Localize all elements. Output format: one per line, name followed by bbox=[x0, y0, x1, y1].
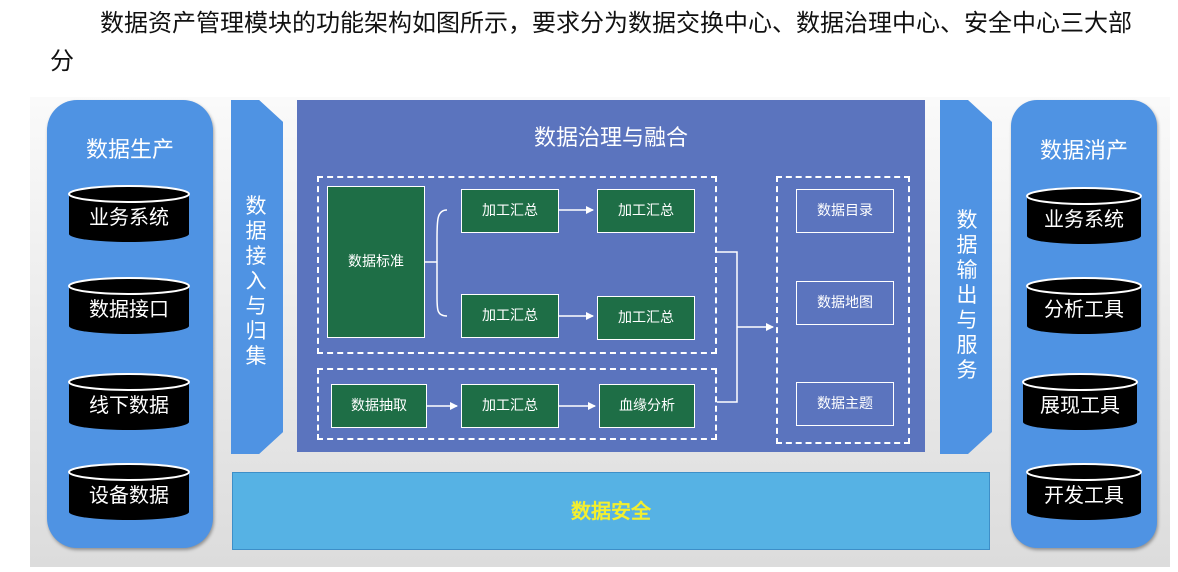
consumer-development-tools-label: 开发工具 bbox=[1044, 483, 1124, 507]
data-catalog-label: 数据目录 bbox=[817, 203, 873, 219]
data-extraction-label: 数据抽取 bbox=[351, 398, 407, 414]
output-arrow-label: 数据输出与服务 bbox=[956, 208, 978, 382]
governance-title: 数据治理与融合 bbox=[533, 126, 688, 151]
database-cylinder-icon bbox=[1026, 187, 1142, 244]
data-production-title: 数据生产 bbox=[85, 138, 174, 163]
database-cylinder-icon bbox=[68, 277, 190, 334]
source-business-system-label: 业务系统 bbox=[89, 205, 169, 229]
governance-block: 数据治理与融合 数据标准 加工 bbox=[297, 100, 925, 452]
output-group bbox=[776, 176, 910, 444]
consumer-development-tools: 开发工具 bbox=[1025, 462, 1143, 522]
flow-connectors bbox=[425, 206, 774, 410]
data-consumption-title: 数据消产 bbox=[1039, 139, 1128, 164]
lineage-analysis-box: 血缘分析 bbox=[599, 384, 695, 428]
source-offline-data: 线下数据 bbox=[67, 372, 191, 432]
data-standard-label: 数据标准 bbox=[348, 254, 404, 270]
data-consumption-panel: 数据消产 业务系统 分析工具 展现工具 bbox=[1011, 100, 1157, 548]
intro-paragraph: 数据资产管理模块的功能架构如图所示，要求分为数据交换中心、数据治理中心、安全中心… bbox=[50, 9, 1132, 75]
process-box-label: 加工汇总 bbox=[482, 203, 538, 219]
consumer-presentation-tools: 展现工具 bbox=[1021, 372, 1139, 432]
ingest-arrow-label: 数据接入与归集 bbox=[245, 194, 267, 368]
process-box-r1c1: 加工汇总 bbox=[461, 189, 559, 233]
extraction-process-group bbox=[317, 368, 717, 440]
source-data-interface-label: 数据接口 bbox=[89, 297, 169, 321]
source-offline-data-label: 线下数据 bbox=[89, 393, 169, 417]
database-cylinder-icon bbox=[1022, 373, 1138, 430]
consumer-presentation-tools-label: 展现工具 bbox=[1040, 393, 1120, 417]
extraction-process-label: 加工汇总 bbox=[482, 398, 538, 414]
data-topic-box: 数据主题 bbox=[796, 382, 894, 426]
data-standard-box: 数据标准 bbox=[327, 186, 425, 338]
data-production-panel: 数据生产 业务系统 数据接口 线下数据 bbox=[47, 100, 213, 548]
data-security-bar: 数据安全 bbox=[232, 472, 990, 550]
consumer-business-system: 业务系统 bbox=[1025, 186, 1143, 246]
data-catalog-box: 数据目录 bbox=[796, 189, 894, 233]
process-box-label: 加工汇总 bbox=[618, 310, 674, 326]
data-map-label: 数据地图 bbox=[817, 295, 873, 311]
consumer-analysis-tools: 分析工具 bbox=[1025, 276, 1143, 336]
source-device-data-label: 设备数据 bbox=[89, 483, 169, 507]
source-device-data: 设备数据 bbox=[67, 462, 191, 522]
process-box-r1c2: 加工汇总 bbox=[597, 189, 695, 233]
data-security-label: 数据安全 bbox=[571, 499, 651, 523]
extraction-process-box: 加工汇总 bbox=[461, 384, 559, 428]
ingest-arrow-shape bbox=[231, 100, 283, 454]
process-box-r2c1: 加工汇总 bbox=[461, 294, 559, 338]
process-box-label: 加工汇总 bbox=[618, 203, 674, 219]
output-arrow-shape bbox=[940, 100, 992, 454]
process-box-r2c2: 加工汇总 bbox=[597, 296, 695, 340]
lineage-analysis-label: 血缘分析 bbox=[619, 398, 675, 414]
data-topic-label: 数据主题 bbox=[817, 396, 873, 412]
standard-process-group bbox=[317, 176, 717, 354]
database-cylinder-icon bbox=[1026, 277, 1142, 334]
database-cylinder-icon bbox=[1026, 463, 1142, 520]
source-business-system: 业务系统 bbox=[67, 184, 191, 244]
data-extraction-box: 数据抽取 bbox=[331, 384, 427, 428]
data-map-box: 数据地图 bbox=[796, 281, 894, 325]
consumer-business-system-label: 业务系统 bbox=[1044, 207, 1124, 231]
consumer-analysis-tools-label: 分析工具 bbox=[1044, 297, 1124, 321]
database-cylinder-icon bbox=[68, 185, 190, 242]
source-data-interface: 数据接口 bbox=[67, 276, 191, 336]
process-box-label: 加工汇总 bbox=[482, 308, 538, 324]
database-cylinder-icon bbox=[68, 463, 190, 520]
database-cylinder-icon bbox=[68, 373, 190, 430]
